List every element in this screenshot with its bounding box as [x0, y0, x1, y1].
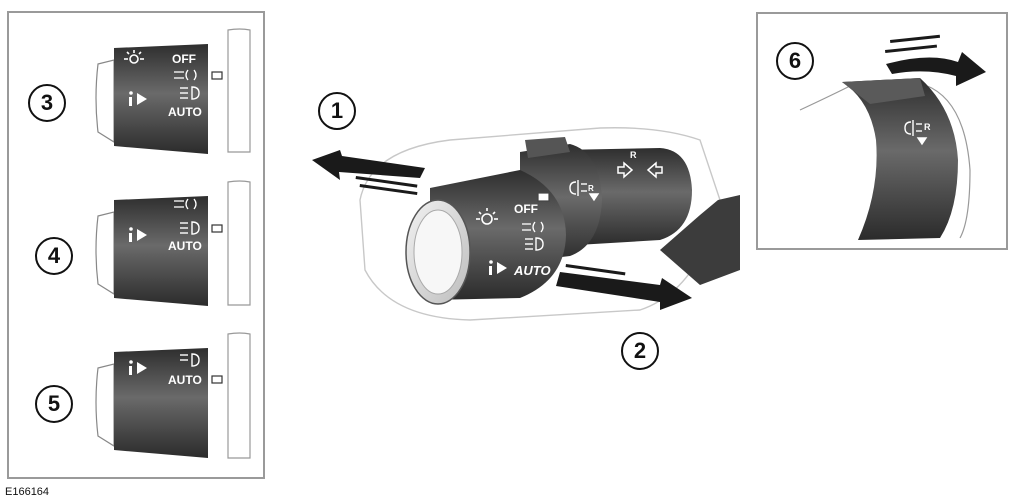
front-fog-lamp-icon: [904, 120, 928, 146]
front-fog-lamp-icon: [569, 180, 600, 202]
info-arrow-icon: [489, 260, 507, 275]
main-beam-icon: [180, 353, 200, 367]
fog-lamp-ring-closeup: R: [799, 78, 971, 240]
callout-6: 6: [776, 42, 814, 80]
main-beam-icon: [180, 221, 200, 235]
main-beam-icon: [180, 86, 200, 100]
side-light-icon: [174, 69, 197, 81]
position-marker: [211, 224, 223, 233]
svg-text:R: R: [630, 150, 637, 160]
svg-text:R: R: [924, 122, 931, 132]
main-lighting-stalk: OFF AUTO: [359, 127, 740, 321]
label-off: OFF: [514, 202, 538, 216]
pull-direction-arrow: [556, 264, 692, 310]
info-arrow-icon: [129, 360, 147, 375]
label-off: OFF: [172, 52, 196, 66]
callout-3: 3: [28, 84, 66, 122]
push-direction-arrow: [312, 150, 425, 196]
stalk-position-3: OFF AUTO: [95, 28, 251, 154]
position-marker: [537, 192, 550, 202]
side-light-icon: [522, 221, 544, 233]
label-auto: AUTO: [513, 263, 551, 278]
callout-1: 1: [318, 92, 356, 130]
stalk-position-5: AUTO: [95, 332, 251, 459]
callout-2: 2: [621, 332, 659, 370]
rotate-direction-arrow: [884, 34, 986, 86]
label-auto: AUTO: [168, 105, 202, 119]
stalk-position-4: AUTO: [95, 180, 251, 306]
callout-4: 4: [35, 237, 73, 275]
svg-text:R: R: [588, 184, 594, 193]
label-auto: AUTO: [168, 239, 202, 253]
info-arrow-icon: [129, 227, 147, 242]
main-beam-icon: [525, 237, 544, 251]
info-arrow-icon: [129, 91, 147, 106]
headlamp-on-icon: [124, 50, 144, 64]
figure-id: E166164: [5, 486, 50, 498]
callout-5: 5: [35, 385, 73, 423]
headlamp-on-icon: [476, 208, 498, 225]
label-auto: AUTO: [168, 373, 202, 387]
position-marker: [211, 375, 223, 384]
side-light-icon: [174, 198, 197, 210]
position-marker: [211, 71, 223, 80]
indicator-arrows-icon: [617, 161, 663, 179]
